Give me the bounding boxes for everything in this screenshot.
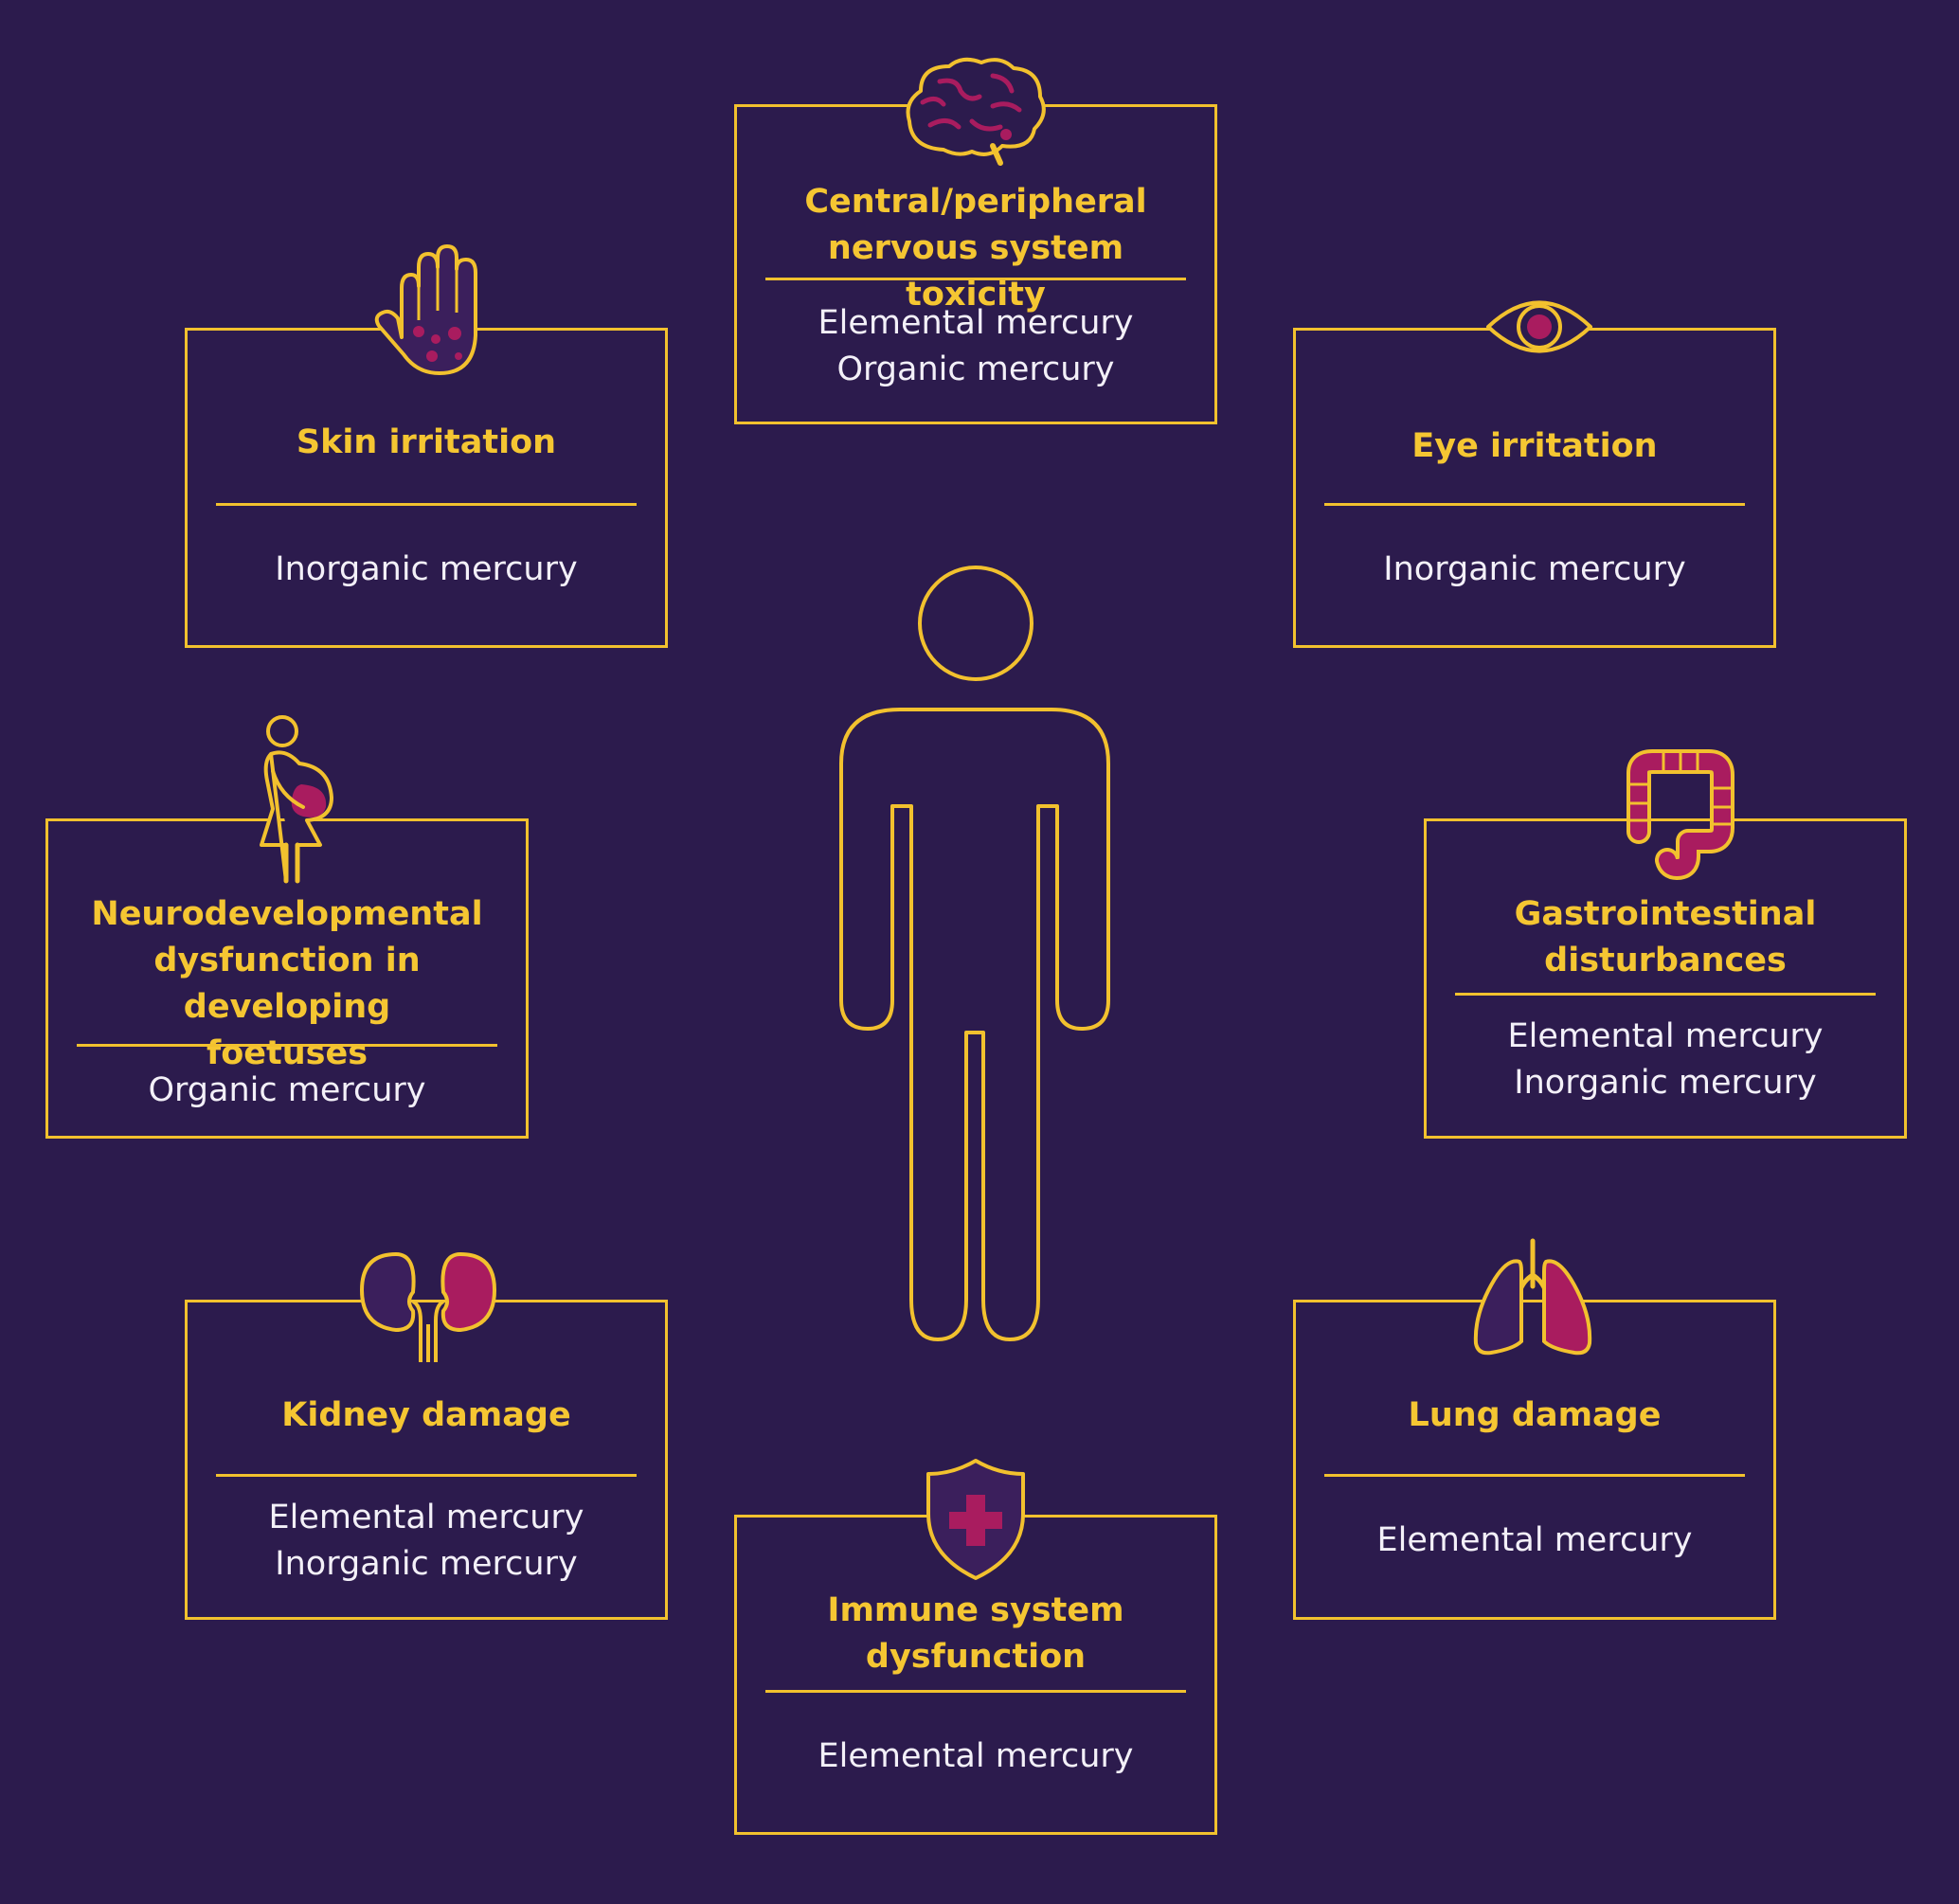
card-title: Central/peripheral nervous system toxici… xyxy=(804,183,1147,314)
kidney-icon xyxy=(359,1251,497,1362)
intestine-icon xyxy=(1627,749,1734,880)
card-title: Immune system dysfunction xyxy=(827,1591,1124,1676)
eye-icon xyxy=(1486,300,1592,353)
card-line: Elemental mercury xyxy=(1376,1521,1693,1559)
card-line: Inorganic mercury xyxy=(1383,550,1686,588)
card-line: Organic mercury xyxy=(836,350,1115,388)
card-line: Elemental mercury xyxy=(818,304,1134,342)
card-divider xyxy=(765,278,1186,280)
card-neurodevelopmental: Neurodevelopmental dysfunction in develo… xyxy=(45,818,529,1139)
card-title: Kidney damage xyxy=(281,1396,571,1434)
card-line: Organic mercury xyxy=(148,1071,426,1109)
card-nervous-system: Central/peripheral nervous system toxici… xyxy=(734,104,1217,424)
card-line: Inorganic mercury xyxy=(275,1545,578,1583)
card-title: Neurodevelopmental dysfunction in develo… xyxy=(91,895,483,1072)
card-divider xyxy=(1455,993,1876,996)
card-title: Eye irritation xyxy=(1411,427,1658,465)
hand-icon xyxy=(374,244,477,375)
card-line: Elemental mercury xyxy=(268,1499,584,1536)
card-line: Inorganic mercury xyxy=(1514,1064,1817,1102)
human-body-outline-icon xyxy=(839,566,1110,1341)
card-line: Inorganic mercury xyxy=(275,550,578,588)
lung-icon xyxy=(1473,1238,1592,1356)
card-line: Elemental mercury xyxy=(1507,1017,1824,1055)
card-title: Gastrointestinal disturbances xyxy=(1514,895,1817,979)
brain-icon xyxy=(906,57,1046,166)
card-divider xyxy=(765,1690,1186,1693)
card-divider xyxy=(1324,1474,1745,1477)
card-title: Lung damage xyxy=(1408,1396,1662,1434)
card-kidney-damage: Kidney damage Elemental mercury Inorgani… xyxy=(185,1300,668,1620)
card-eye-irritation: Eye irritation Inorganic mercury xyxy=(1293,328,1776,648)
card-lung-damage: Lung damage Elemental mercury xyxy=(1293,1300,1776,1620)
card-divider xyxy=(216,503,637,506)
pregnant-woman-icon xyxy=(260,715,333,884)
card-divider xyxy=(1324,503,1745,506)
card-title: Skin irritation xyxy=(296,423,557,461)
card-divider xyxy=(216,1474,637,1477)
card-divider xyxy=(77,1044,497,1047)
card-line: Elemental mercury xyxy=(818,1737,1134,1775)
shield-cross-icon xyxy=(926,1459,1025,1580)
